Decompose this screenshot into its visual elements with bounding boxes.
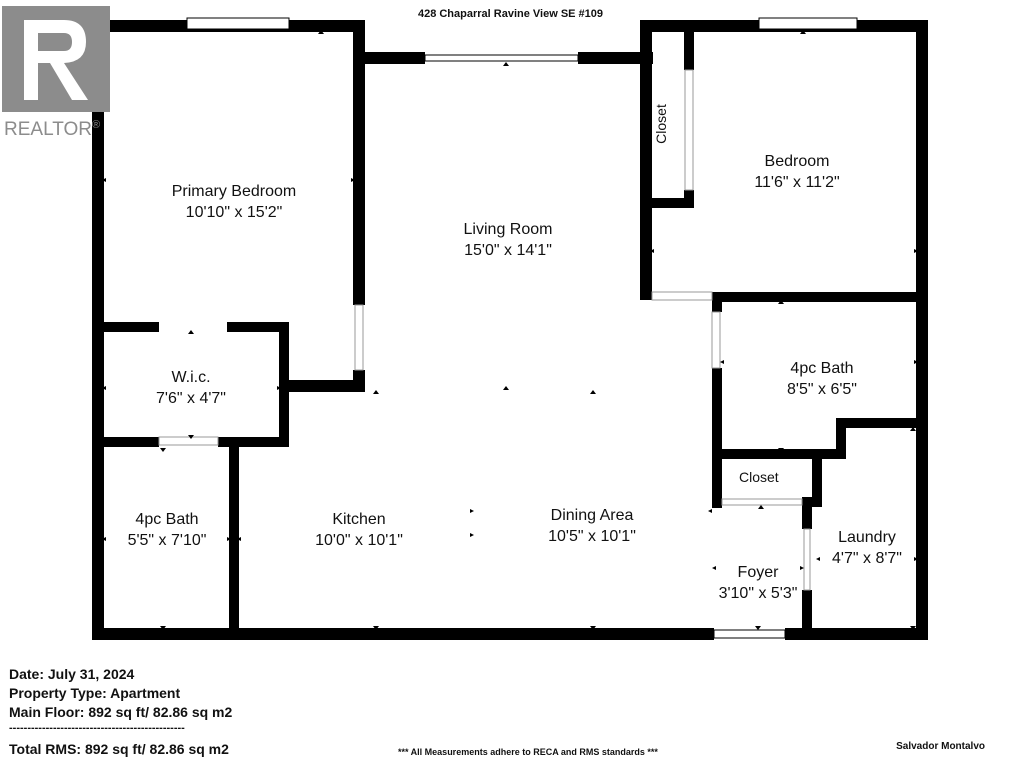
room-dims: 4'7" x 8'7" xyxy=(832,550,902,567)
room-name: 4pc Bath xyxy=(790,360,854,377)
wall-top-living-right xyxy=(578,52,653,64)
wall-closet-right xyxy=(684,32,694,70)
wall-bath-right-left-lower xyxy=(712,368,722,508)
room-dims: 7'6" x 4'7" xyxy=(156,390,226,407)
dimension-markers xyxy=(102,30,918,630)
opening-closet xyxy=(684,69,694,191)
wall-primary-right-lower xyxy=(353,370,365,392)
wall-wic-top-right xyxy=(227,322,289,332)
wall-wic-top-left xyxy=(92,322,159,332)
footer-agent: Salvador Montalvo xyxy=(896,741,985,752)
wall-closet-bottom xyxy=(640,198,694,208)
room-dims: 10'10" x 15'2" xyxy=(185,204,283,221)
closet-label-bedroom: Closet xyxy=(652,104,669,144)
room-dims: 15'0" x 14'1" xyxy=(464,242,552,259)
door-foyer xyxy=(713,629,786,639)
opening-primary xyxy=(354,304,364,371)
wall-bottom-right xyxy=(785,628,928,640)
wall-wic-bottom-right xyxy=(218,437,289,447)
room-name: Dining Area xyxy=(550,507,634,524)
room-laundry: Laundry 4'7" x 8'7" xyxy=(809,527,925,569)
wall-bath-right-bottom xyxy=(712,449,846,459)
window-bedroom xyxy=(758,17,858,30)
realtor-r-logo-icon xyxy=(2,6,110,112)
wall-bath-right-left-upper xyxy=(712,292,722,312)
room-dims: 5'5" x 7'10" xyxy=(127,532,207,549)
room-name: Foyer xyxy=(737,564,779,581)
wall-bedroom-left xyxy=(640,20,652,300)
room-kitchen: Kitchen 10'0" x 10'1" xyxy=(279,509,439,551)
wall-laundry-top xyxy=(836,418,928,428)
window-primary xyxy=(186,17,290,30)
room-dims: 11'6" x 11'2" xyxy=(754,174,840,191)
wall-bedroom-bottom xyxy=(712,292,928,302)
room-bath-right: 4pc Bath 8'5" x 6'5" xyxy=(752,358,892,400)
footer-note: *** All Measurements adhere to RECA and … xyxy=(398,747,658,757)
wall-laundry-left-lower xyxy=(802,590,812,640)
room-name: Primary Bedroom xyxy=(171,183,297,200)
room-dining-area: Dining Area 10'5" x 10'1" xyxy=(512,505,672,547)
wall-top-living-left xyxy=(353,52,425,64)
footer-main-floor: Main Floor: 892 sq ft/ 82.86 sq m2 xyxy=(9,704,233,720)
room-name: 4pc Bath xyxy=(135,511,199,528)
realtor-logo-text: REALTOR® xyxy=(4,119,101,140)
wall-wic-bottom-left xyxy=(92,437,159,447)
wall-right-outer xyxy=(916,20,928,640)
room-name: Bedroom xyxy=(764,153,830,170)
wall-laundry-left xyxy=(802,497,812,529)
closet-label-foyer: Closet xyxy=(739,469,779,485)
opening-bath-right xyxy=(711,311,721,369)
room-bedroom: Bedroom 11'6" x 11'2" xyxy=(697,151,897,193)
footer-separator: ----------------------------------------… xyxy=(9,722,185,734)
wall-foyer-closet-right xyxy=(812,449,822,507)
room-dims: 3'10" x 5'3" xyxy=(718,585,798,602)
wall-bottom-left xyxy=(92,628,714,640)
room-name: Laundry xyxy=(838,529,896,546)
opening-bedroom xyxy=(651,291,713,301)
room-foyer: Foyer 3'10" x 5'3" xyxy=(698,562,818,604)
room-name: Living Room xyxy=(463,221,553,238)
room-name: W.i.c. xyxy=(171,369,211,386)
wall-bath-left-right xyxy=(229,437,239,640)
wall-primary-right-upper xyxy=(353,20,365,305)
openings xyxy=(158,69,811,591)
opening-foyer-closet xyxy=(721,498,803,506)
opening-wic xyxy=(158,436,219,446)
room-name: Kitchen xyxy=(332,511,386,528)
room-primary-bedroom: Primary Bedroom 10'10" x 15'2" xyxy=(134,181,334,223)
room-living-room: Living Room 15'0" x 14'1" xyxy=(408,219,608,261)
realtor-logo: REALTOR® xyxy=(0,6,118,140)
footer-total: Total RMS: 892 sq ft/ 82.86 sq m2 xyxy=(9,741,229,757)
windows xyxy=(186,17,858,639)
wall-bath-right-step xyxy=(836,418,846,459)
footer-date: Date: July 31, 2024 xyxy=(9,666,135,682)
room-bath-left: 4pc Bath 5'5" x 7'10" xyxy=(97,509,237,551)
window-living xyxy=(424,54,579,62)
room-dims: 10'5" x 10'1" xyxy=(548,528,636,545)
footer-property-type: Property Type: Apartment xyxy=(9,685,181,701)
walls xyxy=(92,20,928,640)
wall-primary-bottom xyxy=(287,380,363,392)
room-dims: 8'5" x 6'5" xyxy=(787,381,857,398)
room-dims: 10'0" x 10'1" xyxy=(315,532,403,549)
opening-laundry xyxy=(803,528,811,591)
page-title: 428 Chaparral Ravine View SE #109 xyxy=(417,8,604,20)
room-wic: W.i.c. 7'6" x 4'7" xyxy=(121,367,261,409)
wall-wic-right xyxy=(279,322,289,446)
